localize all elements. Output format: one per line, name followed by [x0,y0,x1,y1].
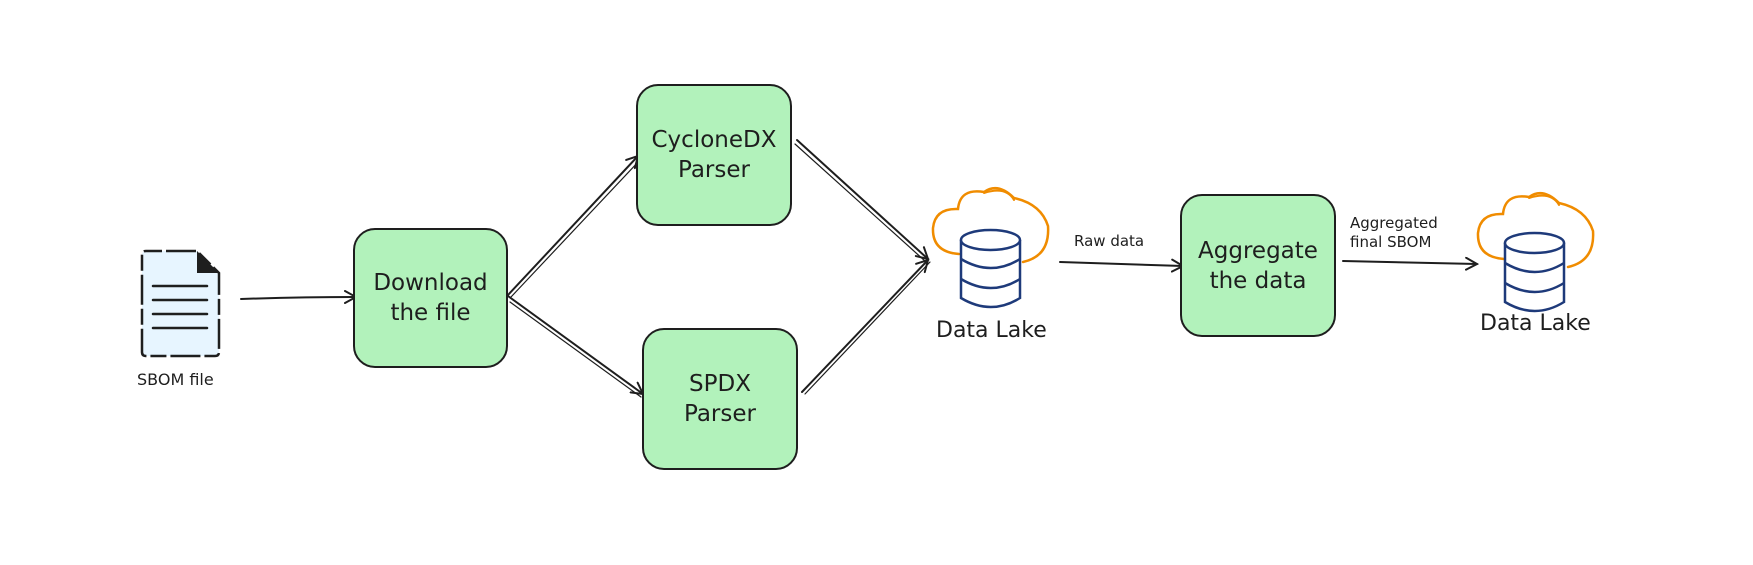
data-lake-label: Data Lake [936,318,1047,343]
arrow-datalake-to-aggregate [1059,262,1183,266]
cloud-database-icon-2 [1476,191,1595,313]
aggregate-data-node: Aggregate the data [1180,194,1336,337]
arrow-download-to-spdx [507,295,643,394]
sbom-file-label: SBOM file [137,370,214,389]
document-icon [140,249,221,358]
cyclonedx-parser-node: CycloneDX Parser [636,84,792,226]
data-lake-label-2: Data Lake [1480,311,1591,336]
download-file-node: Download the file [353,228,508,368]
spdx-parser-node: SPDX Parser [642,328,798,470]
arrow-download-to-cyclonedx [507,156,638,296]
aggregated-final-sbom-label: Aggregated final SBOM [1350,214,1438,251]
arrow-cyclonedx-to-datalake [796,139,928,259]
arrows [240,139,1477,398]
arrow-spdx-to-datalake [801,260,928,393]
cloud-database-icon [931,186,1050,309]
arrow-sbom-to-download [240,297,356,299]
arrow-aggregate-to-datalake [1342,261,1477,264]
raw-data-label: Raw data [1074,232,1145,250]
